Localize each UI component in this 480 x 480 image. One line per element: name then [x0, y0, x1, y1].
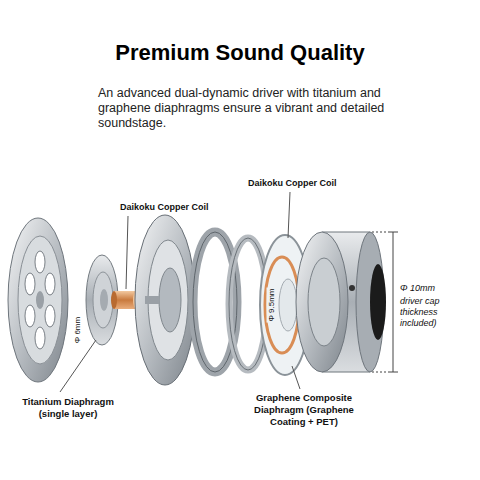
title: Premium Sound Quality: [0, 40, 480, 66]
part-label: Titanium Diaphragm (single layer): [12, 396, 124, 420]
dimension-label: Φ 6mm: [73, 316, 82, 344]
spacer-rings: [193, 232, 267, 372]
part-label: Daikoku Copper Coil: [248, 178, 337, 188]
dimension-note: driver cap thickness included): [400, 296, 476, 329]
back-plate: [8, 218, 68, 382]
dimension-line: [372, 232, 398, 372]
part-label: Daikoku Copper Coil: [120, 202, 209, 212]
leader-lines: [60, 192, 300, 392]
description: An advanced dual-dynamic driver with tit…: [98, 86, 398, 131]
titanium-diaphragm: [86, 255, 118, 345]
driver-frame: [135, 215, 195, 385]
driver-cap: [296, 232, 386, 372]
dimension-label: Φ 9.5mm: [267, 287, 276, 322]
part-label: Graphene Composite Diaphragm (Graphene C…: [248, 392, 360, 428]
dimension-label: Φ 10mm: [400, 283, 435, 293]
